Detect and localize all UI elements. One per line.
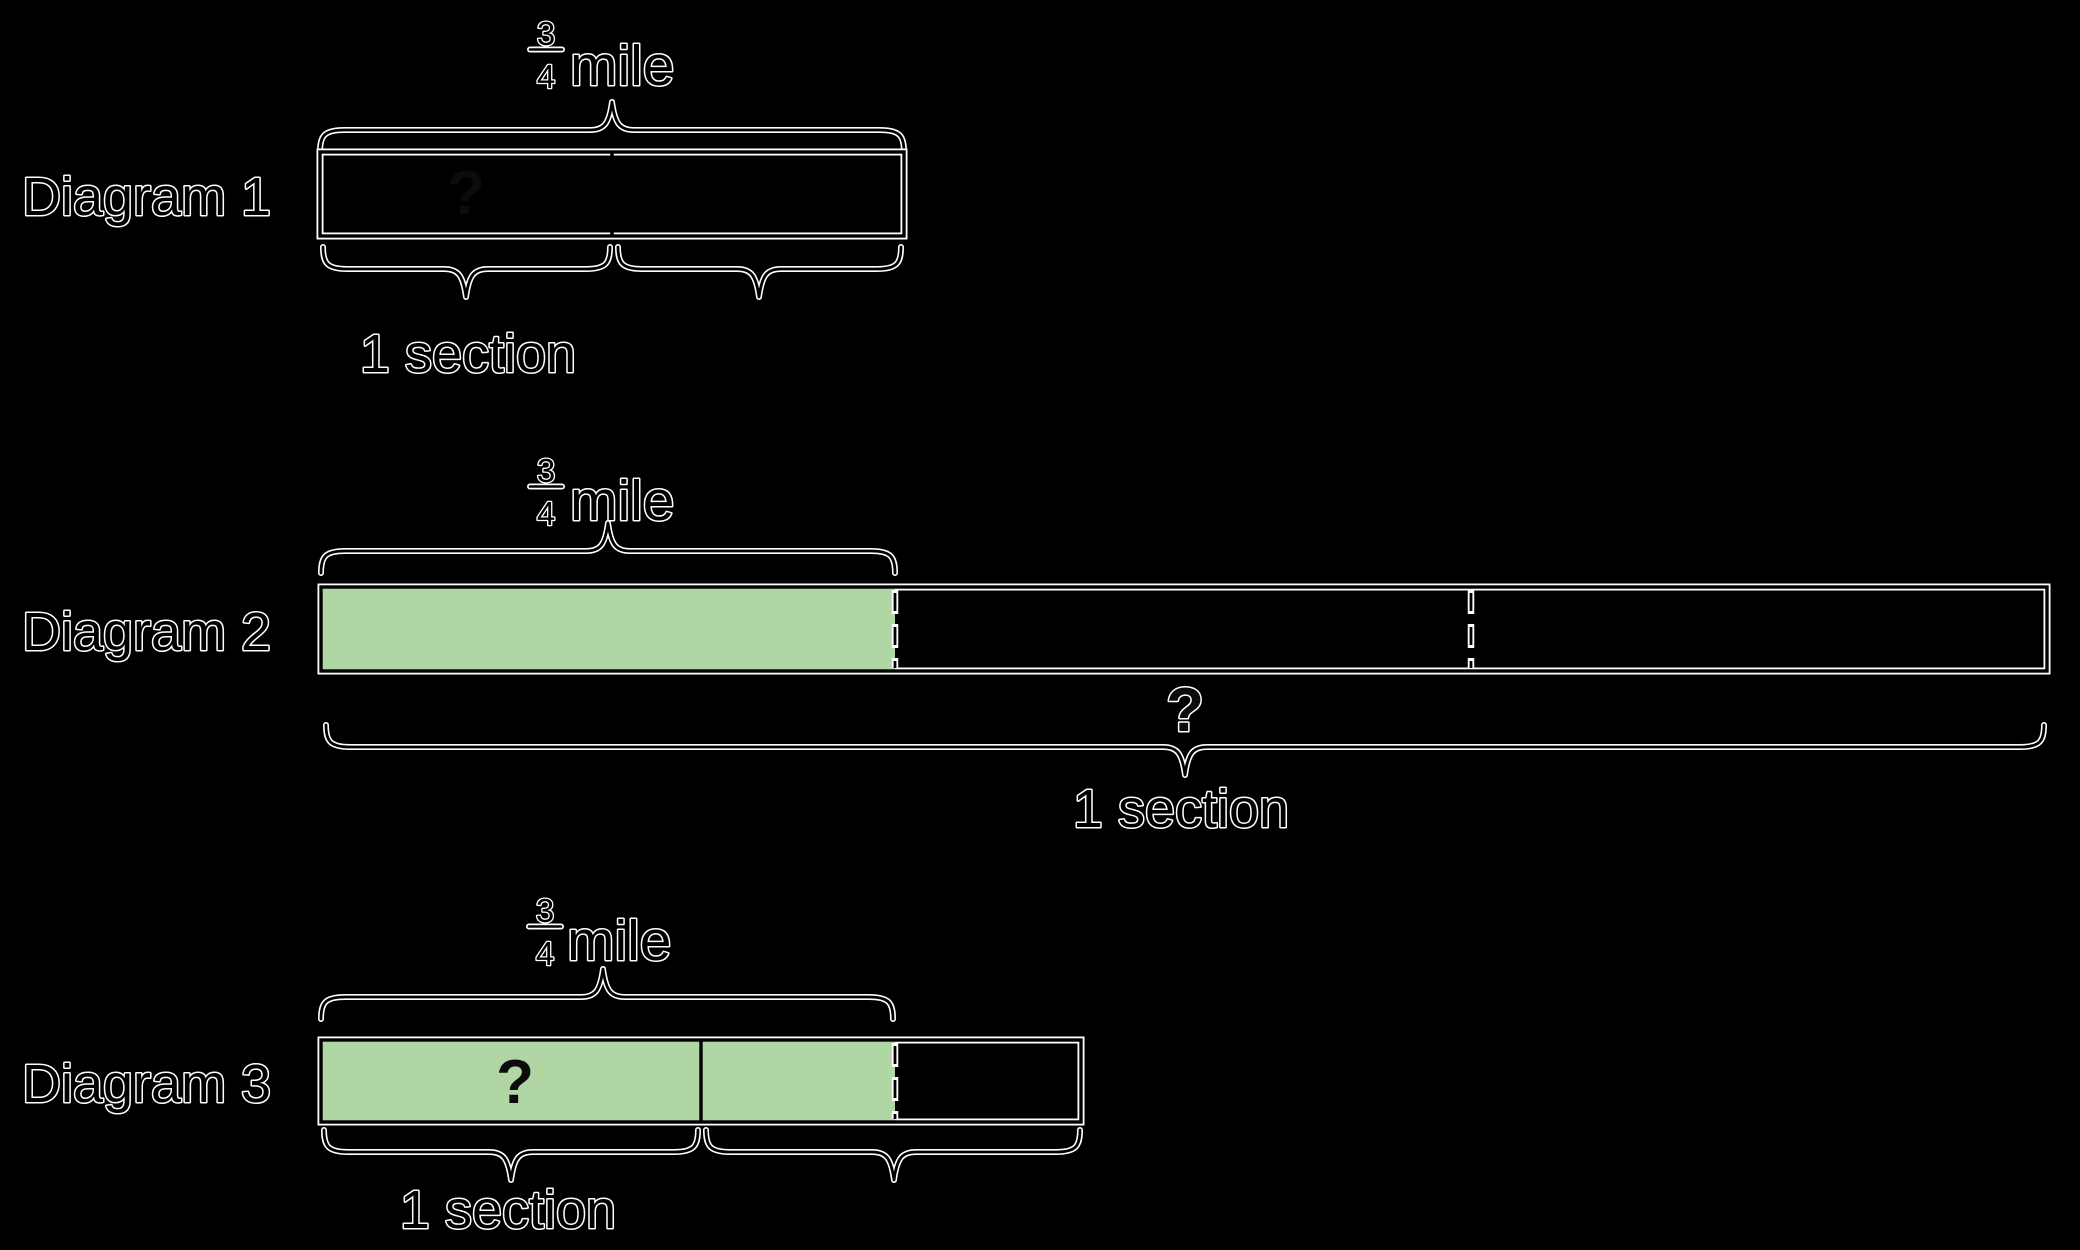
tape-bar-outline bbox=[319, 1038, 1083, 1124]
distance-unit-label: mile bbox=[570, 34, 675, 98]
question-mark: ? bbox=[447, 159, 485, 228]
fraction-denominator: 4 bbox=[536, 935, 554, 972]
diagram-3: Diagram 3 3 4 mile ? bbox=[21, 891, 1085, 1242]
fraction-numerator: 3 bbox=[537, 15, 555, 52]
diagram-3-underbrace-right bbox=[706, 1130, 1080, 1180]
diagram-2: Diagram 2 3 4 mile ? bbox=[21, 451, 2051, 841]
section-label: 1 section bbox=[1073, 779, 1289, 839]
shaded-segment bbox=[322, 1041, 895, 1121]
diagram-1-overbrace bbox=[320, 102, 904, 152]
diagram-1-underbrace-right bbox=[618, 247, 901, 297]
fraction-denominator: 4 bbox=[537, 495, 555, 532]
question-mark: ? bbox=[496, 1048, 534, 1117]
overbrace-halo bbox=[321, 969, 893, 1019]
section-label: 1 section bbox=[400, 1180, 616, 1240]
distance-unit-label: mile bbox=[567, 909, 672, 973]
diagram-1-distance-label: 3 4 mile bbox=[527, 14, 676, 100]
distance-unit-label: mile bbox=[570, 469, 675, 533]
diagram-1-underbrace-left bbox=[323, 247, 610, 297]
tape-bar bbox=[318, 150, 906, 238]
question-mark: ? bbox=[1166, 676, 1204, 745]
fraction-numerator: 3 bbox=[536, 892, 554, 929]
diagram-1-row-label: Diagram 1 bbox=[22, 167, 271, 227]
diagram-2-tape-bar bbox=[317, 583, 2051, 675]
diagram-2-row-label: Diagram 2 bbox=[22, 602, 271, 662]
diagram-3-distance-label: 3 4 mile bbox=[526, 891, 673, 975]
diagram-3-overbrace bbox=[321, 969, 893, 1019]
section-label: 1 section bbox=[360, 324, 576, 384]
fraction-denominator: 4 bbox=[537, 58, 555, 95]
shaded-segment bbox=[322, 588, 895, 670]
diagram-1-tape-bar: ? bbox=[316, 148, 908, 240]
diagram-3-underbrace-left bbox=[324, 1130, 698, 1180]
diagram-2-overbrace bbox=[321, 523, 895, 573]
diagram-3-tape-bar: ? bbox=[317, 1036, 1085, 1126]
fraction-numerator: 3 bbox=[537, 452, 555, 489]
diagram-1: Diagram 1 3 4 mile ? 1 section bbox=[21, 14, 908, 386]
tape-bar-outline bbox=[319, 585, 2049, 673]
diagram-3-row-label: Diagram 3 bbox=[22, 1054, 271, 1114]
diagram-2-distance-label: 3 4 mile bbox=[527, 451, 676, 535]
